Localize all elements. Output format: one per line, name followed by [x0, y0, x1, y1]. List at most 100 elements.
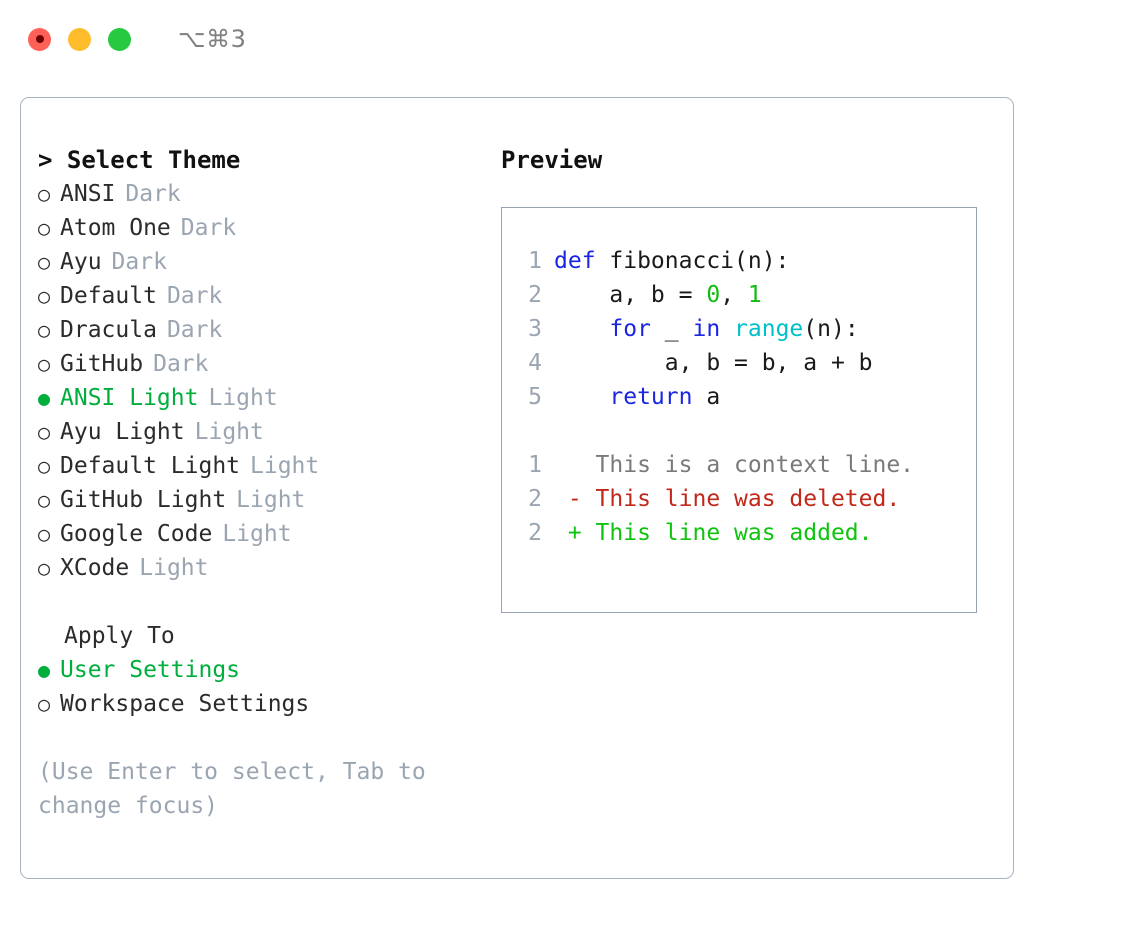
theme-option-kind: Dark: [166, 317, 223, 343]
code-token: _: [650, 316, 693, 342]
code-line: 3 for _ in range(n):: [520, 312, 976, 346]
theme-option-dracula[interactable]: ○ Dracula Dark: [38, 313, 498, 347]
theme-option-label: ANSI: [60, 181, 116, 207]
code-token: [720, 316, 734, 342]
theme-option-kind: Light: [236, 487, 306, 513]
theme-option-google-code[interactable]: ○ Google Code Light: [38, 517, 498, 551]
radio-unselected-icon: ○: [38, 692, 51, 716]
code-token: [554, 316, 609, 342]
theme-option-kind: Light: [208, 385, 278, 411]
theme-option-label: GitHub: [60, 351, 144, 377]
code-token: 1: [747, 282, 762, 308]
theme-option-label: Atom One: [60, 215, 171, 241]
spacer: [38, 585, 498, 619]
theme-option-kind: Light: [222, 521, 292, 547]
radio-unselected-icon: ○: [38, 556, 51, 580]
theme-option-github[interactable]: ○ GitHub Dark: [38, 347, 498, 381]
code-token: 0: [706, 282, 721, 308]
theme-option-kind: Dark: [166, 283, 223, 309]
line-number: 2: [528, 282, 542, 308]
traffic-light-buttons: [28, 27, 131, 51]
diff-sample: 1 This is a context line.2 - This line w…: [520, 448, 976, 550]
theme-option-kind: Dark: [153, 351, 209, 377]
theme-option-label: Default Light: [60, 453, 241, 479]
zoom-button[interactable]: [108, 27, 131, 51]
code-token: [554, 384, 609, 410]
theme-option-label: GitHub Light: [60, 487, 227, 513]
code-line: 5 return a: [520, 380, 976, 414]
radio-unselected-icon: ○: [38, 420, 51, 444]
theme-option-ayu-light[interactable]: ○ Ayu Light Light: [38, 415, 498, 449]
theme-option-atom-one[interactable]: ○ Atom One Dark: [38, 211, 498, 245]
diff-line: 1 This is a context line.: [520, 448, 976, 482]
theme-option-label: Ayu: [60, 249, 102, 275]
radio-unselected-icon: ○: [38, 522, 51, 546]
theme-option-github-light[interactable]: ○ GitHub Light Light: [38, 483, 498, 517]
theme-option-label: Dracula: [60, 317, 157, 343]
code-token: ,: [720, 282, 748, 308]
code-token: a: [692, 384, 721, 410]
line-number: 2: [528, 486, 542, 512]
radio-unselected-icon: ○: [38, 488, 51, 512]
radio-unselected-icon: ○: [38, 454, 51, 478]
line-number: 1: [528, 452, 542, 478]
diff-line-text: - This line was deleted.: [554, 486, 901, 512]
theme-option-kind: Light: [194, 419, 264, 445]
theme-option-label: ANSI Light: [60, 385, 199, 411]
apply-to-list[interactable]: ● User Settings ○Workspace Settings: [38, 653, 498, 721]
code-diff-separator: [520, 414, 976, 448]
line-number: 2: [528, 520, 542, 546]
theme-option-default[interactable]: ○ Default Dark: [38, 279, 498, 313]
apply-to-heading: Apply To: [64, 623, 175, 649]
theme-option-kind: Light: [139, 555, 209, 581]
diff-line-text: + This line was added.: [554, 520, 873, 546]
line-number: 1: [528, 248, 542, 274]
code-token: fibonacci(n):: [595, 248, 790, 274]
radio-unselected-icon: ○: [38, 318, 51, 342]
radio-unselected-icon: ○: [38, 284, 51, 308]
keyboard-shortcut-label: ⌥⌘3: [178, 25, 247, 53]
theme-option-label: Ayu Light: [60, 419, 185, 445]
theme-option-xcode[interactable]: ○ XCode Light: [38, 551, 498, 585]
radio-unselected-icon: ○: [38, 352, 51, 376]
apply-to-option-user-settings[interactable]: ● User Settings: [38, 653, 498, 687]
apply-to-option-workspace-settings[interactable]: ○Workspace Settings: [38, 687, 498, 721]
close-button[interactable]: [28, 27, 51, 51]
radio-unselected-icon: ○: [38, 250, 51, 274]
theme-option-kind: Dark: [180, 215, 237, 241]
radio-selected-icon: ●: [38, 658, 51, 682]
line-number: 4: [528, 350, 542, 376]
radio-unselected-icon: ○: [38, 216, 51, 240]
apply-to-option-label: User Settings: [60, 657, 241, 683]
code-token: a, b = b, a + b: [554, 350, 873, 376]
code-token: in: [692, 316, 721, 342]
theme-option-label: Google Code: [60, 521, 213, 547]
code-token: for: [609, 316, 651, 342]
line-number: 3: [528, 316, 542, 342]
minimize-button[interactable]: [68, 27, 91, 51]
window-titlebar: ⌥⌘3: [0, 0, 1140, 78]
code-line: 2 a, b = 0, 1: [520, 278, 976, 312]
radio-unselected-icon: ○: [38, 182, 51, 206]
code-token: range: [734, 316, 804, 342]
theme-option-ansi-light[interactable]: ● ANSI Light Light: [38, 381, 498, 415]
diff-line: 2 - This line was deleted.: [520, 482, 976, 516]
theme-option-label: Default: [60, 283, 157, 309]
theme-option-kind: Dark: [125, 181, 181, 207]
code-token: return: [609, 384, 693, 410]
radio-selected-icon: ●: [38, 386, 51, 410]
preview-heading: Preview: [501, 146, 603, 174]
theme-option-label: XCode: [60, 555, 130, 581]
diff-line: 2 + This line was added.: [520, 516, 976, 550]
theme-option-ansi[interactable]: ○ ANSI Dark: [38, 177, 498, 211]
code-line: 4 a, b = b, a + b: [520, 346, 976, 380]
code-token: (n):: [803, 316, 859, 342]
line-number: 5: [528, 384, 542, 410]
